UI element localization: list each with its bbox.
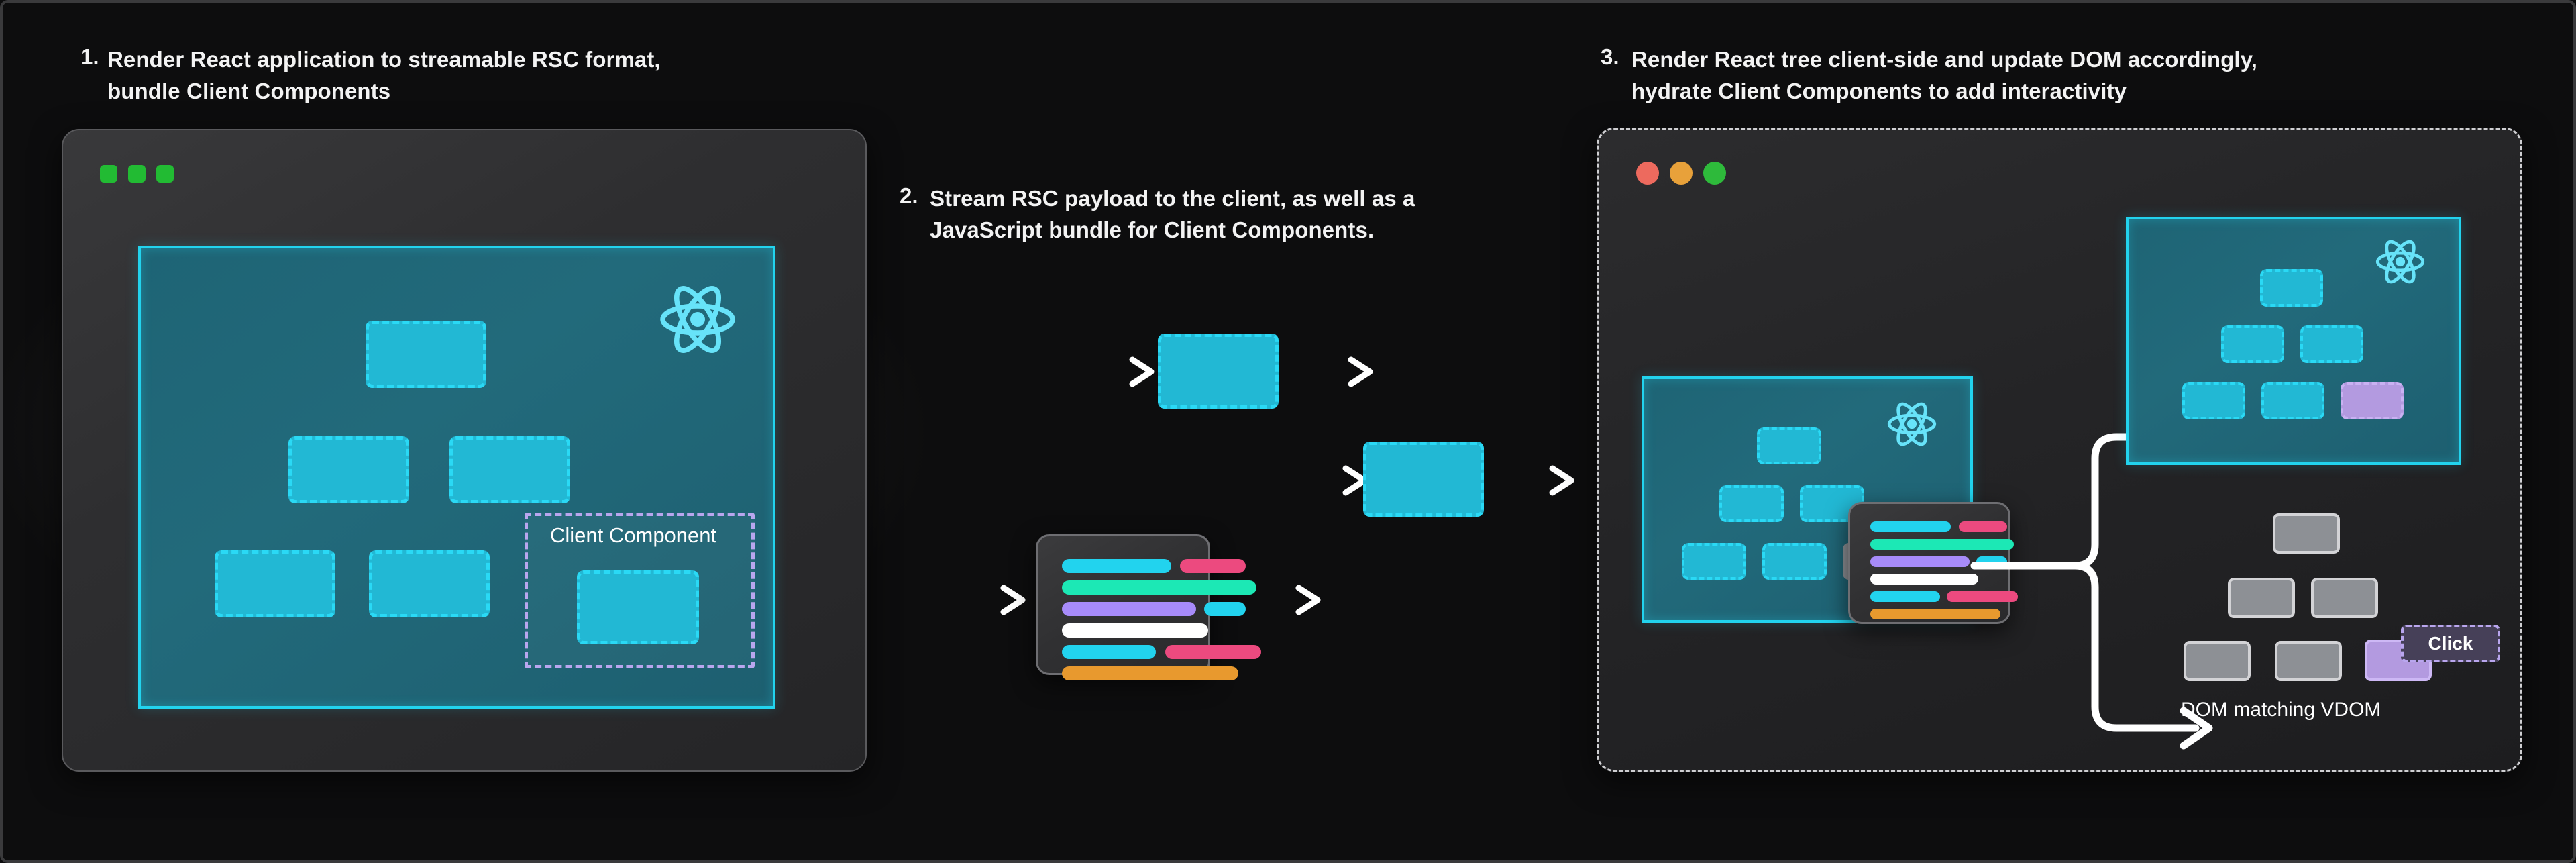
- dom-node-c: [2184, 641, 2251, 681]
- client-node-d: [1762, 543, 1827, 580]
- stream-arrow-out-1: [1303, 356, 1373, 387]
- vdom-node-root: [2260, 269, 2323, 307]
- server-node-a: [288, 436, 409, 503]
- dom-matching-vdom-label: DOM matching VDOM: [2181, 699, 2381, 721]
- code-line-4: [1062, 623, 1208, 638]
- react-atom-icon: [1887, 402, 1937, 446]
- vdom-node-c: [2182, 382, 2245, 419]
- stream-arrow-in-1: [1044, 356, 1155, 387]
- javascript-bundle-card: [1036, 534, 1261, 680]
- step-3-index: 3.: [1601, 44, 1619, 69]
- code-line-1a: [1062, 559, 1171, 573]
- control-square-1-icon[interactable]: [100, 165, 117, 183]
- code-line-3a: [1062, 602, 1196, 616]
- minimize-button-icon[interactable]: [1670, 162, 1693, 185]
- window-controls-panel1: [100, 165, 174, 183]
- step-2-caption: Stream RSC payload to the client, as wel…: [930, 186, 1415, 242]
- code-line-5a: [1062, 645, 1156, 659]
- server-node-d: [369, 550, 490, 617]
- vdom-node-d: [2261, 382, 2324, 419]
- step-1-caption: Render React application to streamable R…: [107, 47, 661, 103]
- server-node-b: [449, 436, 570, 503]
- client-code-4: [1870, 574, 1978, 585]
- client-node-root: [1757, 427, 1821, 464]
- maximize-button-icon[interactable]: [1703, 162, 1726, 185]
- client-code-5b: [1947, 591, 2018, 602]
- client-code-6: [1870, 609, 2000, 619]
- react-atom-icon: [660, 286, 735, 353]
- code-line-5b: [1165, 645, 1261, 659]
- dom-node-root: [2273, 513, 2340, 554]
- vdom-node-interactive: [2341, 382, 2404, 419]
- client-component-label: Client Component: [550, 523, 717, 547]
- client-node-c: [1682, 543, 1746, 580]
- click-tooltip-label: Click: [2428, 633, 2473, 654]
- client-code-1b: [1959, 521, 2007, 532]
- control-square-2-icon[interactable]: [128, 165, 146, 183]
- vdom-node-b: [2300, 325, 2363, 363]
- server-node-root: [366, 321, 486, 388]
- stream-arrow-out-2: [1504, 465, 1574, 496]
- vdom-tree-panel: [2126, 217, 2461, 465]
- client-browser-window: Click DOM matching VDOM: [1597, 128, 2522, 772]
- window-controls-panel3: [1636, 162, 1726, 185]
- client-code-2: [1870, 539, 2014, 550]
- rsc-payload-chunk-1: [1158, 334, 1279, 409]
- server-render-window: Client Component: [62, 129, 867, 772]
- dom-node-b: [2311, 578, 2378, 618]
- step-2-index: 2.: [900, 183, 918, 208]
- code-line-3b: [1204, 602, 1246, 616]
- react-app-tree-panel: Client Component: [138, 246, 775, 709]
- vdom-node-a: [2221, 325, 2284, 363]
- client-code-1a: [1870, 521, 1951, 532]
- code-line-6: [1062, 666, 1238, 680]
- dom-tree-group: Click DOM matching VDOM: [2129, 505, 2500, 747]
- client-component-node: [577, 570, 699, 644]
- react-atom-icon: [2375, 240, 2425, 284]
- bundle-arrow-in: [942, 585, 1026, 615]
- dom-node-a: [2228, 578, 2295, 618]
- client-component-group: [525, 513, 755, 668]
- rsc-payload-chunk-2: [1363, 442, 1484, 517]
- client-code-5a: [1870, 591, 1940, 602]
- step-3-caption: Render React tree client-side and update…: [1631, 47, 2257, 103]
- control-square-3-icon[interactable]: [156, 165, 174, 183]
- client-node-a: [1719, 485, 1784, 522]
- code-line-2: [1062, 580, 1256, 595]
- click-tooltip: Click: [2401, 625, 2500, 662]
- close-button-icon[interactable]: [1636, 162, 1659, 185]
- client-code-3a: [1870, 556, 1970, 567]
- server-node-c: [215, 550, 335, 617]
- dom-node-d: [2275, 641, 2342, 681]
- code-line-1b: [1180, 559, 1246, 573]
- bundle-arrow-out: [1237, 585, 1321, 615]
- step-1-index: 1.: [80, 44, 99, 69]
